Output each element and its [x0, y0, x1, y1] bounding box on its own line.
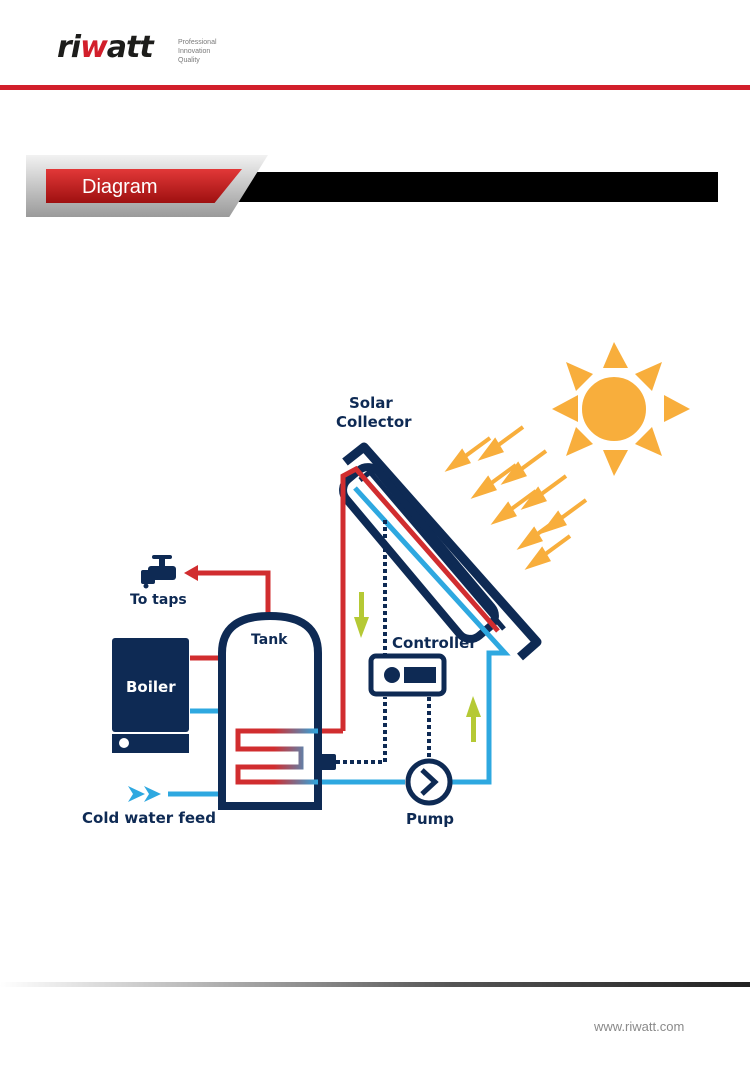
sun-ray-arrows — [444, 425, 588, 570]
section-title: Diagram — [82, 176, 158, 198]
sun-icon — [552, 342, 690, 476]
banner-bar — [176, 172, 718, 202]
footer-divider — [0, 982, 750, 987]
storage-tank — [218, 611, 336, 810]
pump-icon — [405, 758, 453, 806]
footer-url[interactable]: www.riwatt.com — [594, 1019, 685, 1034]
boiler-unit — [112, 638, 189, 753]
label-controller: Controller — [392, 634, 477, 652]
label-cold-water-feed: Cold water feed — [82, 809, 216, 827]
page-header: riwatt Professional Innovation Quality — [0, 0, 750, 92]
label-collector: Collector — [336, 413, 412, 431]
tagline-line: Professional — [178, 39, 217, 46]
cold-feed-arrow-icon — [128, 786, 161, 802]
solar-heating-diagram: Solar Collector To taps Tank Controller … — [82, 342, 690, 828]
label-pump: Pump — [406, 810, 454, 828]
label-tank: Tank — [251, 632, 288, 648]
label-to-taps: To taps — [130, 592, 187, 608]
tagline-line: Quality — [178, 57, 200, 64]
section-banner: Diagram — [26, 155, 718, 217]
brand-logo[interactable]: riwatt — [57, 30, 154, 65]
tap-icon — [141, 555, 176, 589]
header-divider — [0, 85, 750, 90]
banner-red-plate — [46, 169, 242, 203]
label-boiler: Boiler — [126, 678, 176, 696]
flow-arrows — [354, 592, 481, 742]
label-solar: Solar — [349, 394, 393, 412]
tagline-line: Innovation — [178, 48, 211, 55]
to-taps-arrow — [184, 565, 198, 581]
controller-wiring — [336, 517, 431, 764]
controller-unit — [368, 653, 447, 697]
brand-tagline: Professional Innovation Quality — [178, 38, 217, 65]
